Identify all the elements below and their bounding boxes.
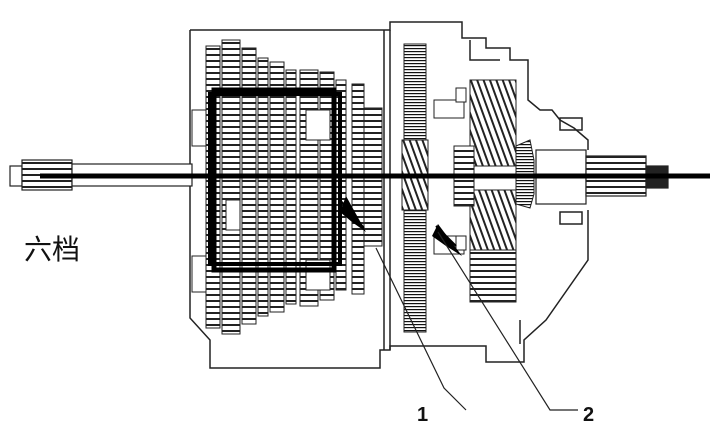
power-flow-path <box>208 87 342 273</box>
gear-stack-left <box>205 39 383 335</box>
callout-2: 2 <box>583 404 595 426</box>
leader-lines <box>375 231 578 411</box>
housing <box>189 21 589 369</box>
inner-shafts <box>191 109 331 293</box>
clutch-pack <box>401 43 429 333</box>
flow-arrow-2 <box>432 224 462 256</box>
flow-arrow-1 <box>339 196 366 232</box>
gear-label: 六档 <box>24 233 81 266</box>
callout-1: 1 <box>417 404 429 426</box>
gear-assembly-right <box>433 79 535 303</box>
